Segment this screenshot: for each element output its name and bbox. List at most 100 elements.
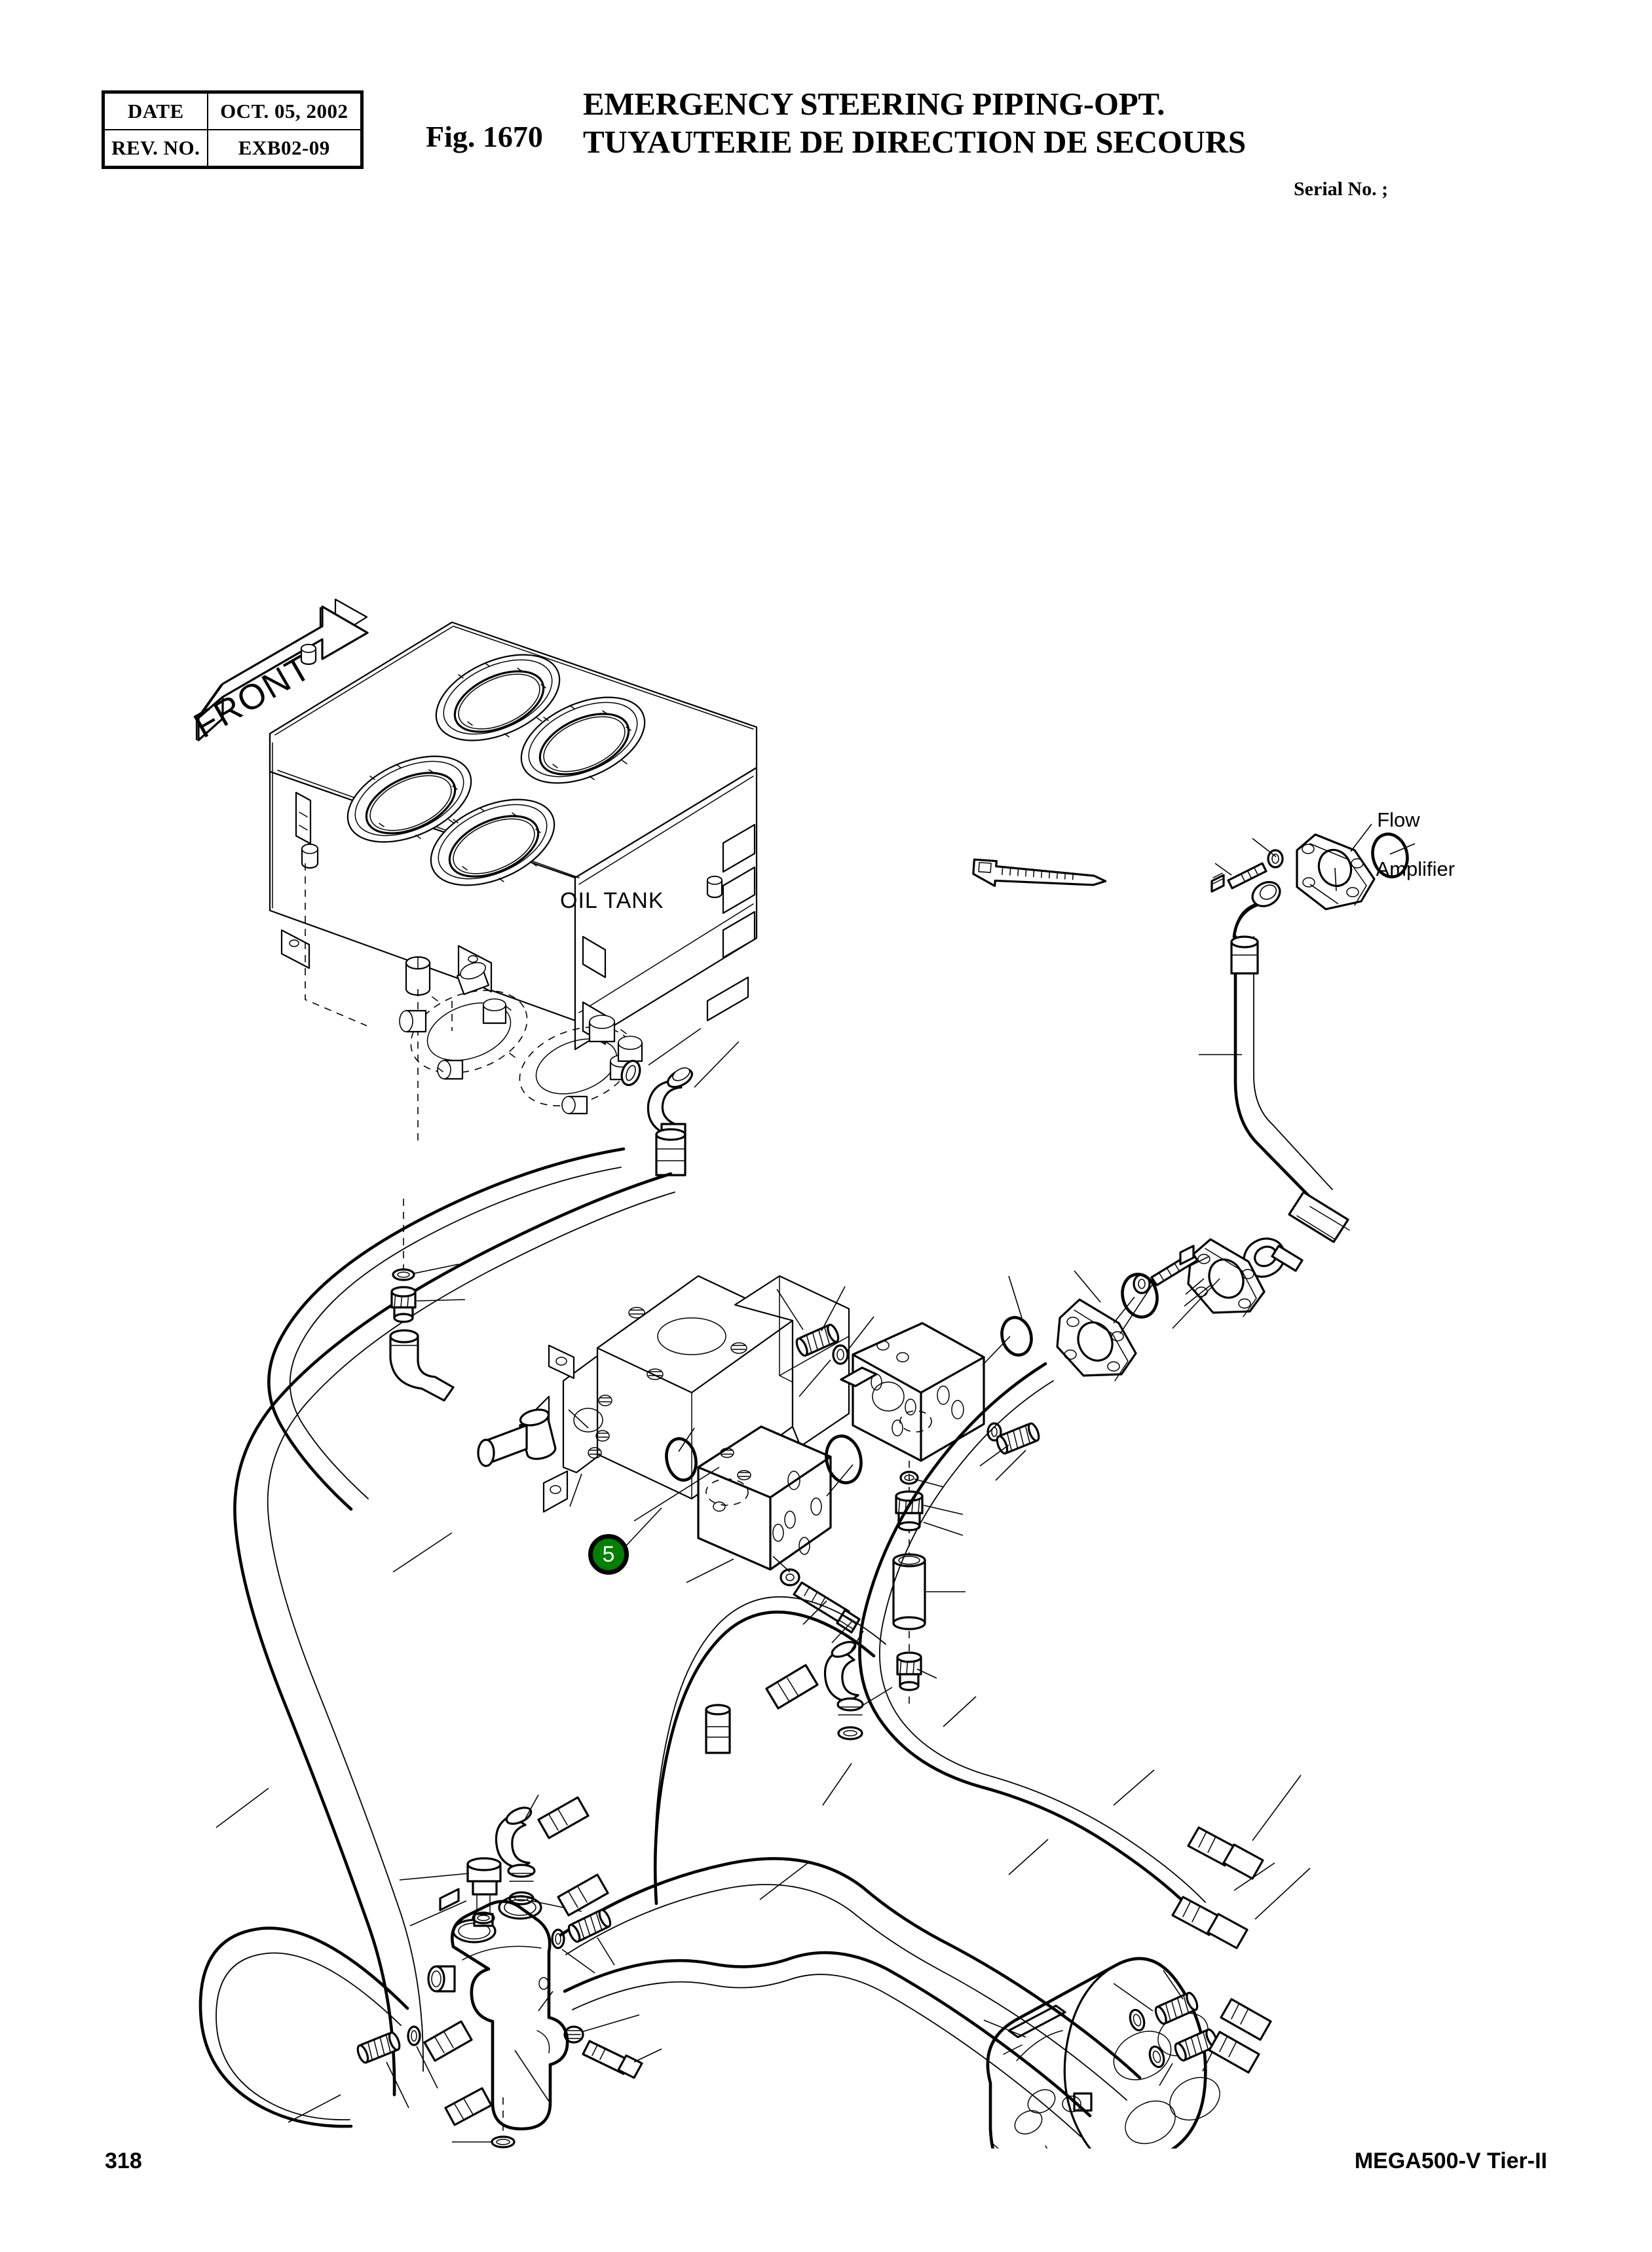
pump-port-lower-left	[437, 1059, 464, 1080]
cable-tie	[972, 858, 1107, 888]
lower-block-washer	[779, 1568, 800, 1586]
date-value: OCT. 05, 2002	[206, 91, 363, 130]
hose-cross-lower-right-upper	[559, 1857, 1142, 2101]
title-english: EMERGENCY STEERING PIPING-OPT.	[583, 86, 1165, 122]
model-name: MEGA500-V Tier-II	[1354, 2149, 1547, 2173]
flow-amplifier-hose-fitting	[1234, 881, 1281, 932]
tank-return-port	[617, 1036, 643, 1062]
hose-amplifier-to-steering	[858, 1362, 1206, 1916]
page-footer: 318 MEGA500-V Tier-II	[0, 2149, 1652, 2201]
rev-no-label: REV. NO.	[102, 129, 208, 168]
tank-drain-plug	[405, 956, 431, 996]
steering-valve-right-oring	[551, 1928, 565, 1949]
steering-valve-oring-upper	[508, 1891, 535, 1905]
emergency-steering-pump	[399, 962, 528, 1080]
steering-valve-side-port	[427, 1965, 456, 1993]
date-label: DATE	[102, 91, 208, 130]
orbital-oring-lower	[1148, 2045, 1165, 2069]
hose-left-adapter	[390, 1286, 417, 1323]
hose-ferrule-center-up	[705, 1704, 731, 1754]
flow-amplifier-bolt	[1211, 862, 1267, 893]
hose-end-ferrule-tank	[655, 1128, 686, 1176]
oring-between-blocks-right	[825, 1435, 863, 1484]
steering-valve-left-oring	[407, 2025, 421, 2046]
page-title: EMERGENCY STEERING PIPING-OPT. TUYAUTERI…	[583, 85, 1369, 161]
table-row: DATE OCT. 05, 2002	[102, 91, 363, 130]
hose-cross-lower-right-lower	[563, 1951, 1092, 2137]
flow-amplifier-label-line2: Amplifier	[1376, 857, 1455, 881]
page-number: 318	[105, 2149, 142, 2173]
hose-elbow-center-oring	[837, 1726, 863, 1740]
hose-ferrule-bottom-left	[444, 2087, 493, 2126]
flow-amplifier-washer	[1267, 849, 1284, 869]
revision-info-table: DATE OCT. 05, 2002 REV. NO. EXB02-09	[102, 90, 364, 169]
flow-amplifier-assembly	[1211, 823, 1416, 932]
mid-flange-assembly	[1000, 1191, 1350, 1381]
flow-amplifier-hose	[1230, 903, 1333, 1210]
orbital-hose-end-b	[1208, 2031, 1260, 2074]
mid-flange-washer	[1133, 1273, 1151, 1294]
parts-diagram: .ln { fill:none; stroke:#000; stroke-wid…	[0, 223, 1652, 2149]
steering-valve-top-oring	[472, 1911, 495, 1924]
relief-cartridge	[892, 1553, 926, 1630]
steering-valve-washer	[563, 2025, 584, 2044]
flow-amplifier-label-line1: Flow	[1377, 808, 1420, 831]
tank-access-cover-front	[430, 798, 555, 886]
steering-valve-elbow-top	[495, 1807, 536, 1882]
lower-block-bolt	[793, 1581, 861, 1634]
hose-left-elbow	[389, 1329, 455, 1402]
relief-valve-stack	[892, 1461, 966, 1707]
tank-outlet-oring	[620, 1060, 641, 1086]
pump-port-left	[399, 1009, 427, 1033]
hose-loop-bottom-left	[198, 1926, 409, 2128]
orbital-adapter-upper	[1152, 1990, 1201, 2027]
tank-access-cover-front-rear	[520, 696, 646, 784]
flow-amplifier-label: Flow Amplifier	[1366, 783, 1455, 882]
tank-outlet-elbow	[647, 1067, 693, 1135]
hose-ferrule-low-left	[423, 2020, 473, 2062]
hose-ferrule-right-up	[765, 1664, 819, 1710]
callout-number: 5	[602, 1542, 615, 1567]
pump-port-top	[456, 962, 490, 996]
steering-valve-top-tee	[439, 1857, 502, 1927]
hose-tank-front	[267, 1147, 626, 1511]
tank-access-cover-left	[347, 755, 472, 843]
page-header: DATE OCT. 05, 2002 REV. NO. EXB02-09 Fig…	[0, 0, 1652, 223]
flow-amplifier-oring	[1371, 833, 1409, 878]
title-french: TUYAUTERIE DE DIRECTION DE SECOURS	[583, 123, 1246, 160]
pump-port-center	[482, 998, 507, 1024]
orbital-hose-end-a	[1220, 1998, 1272, 2041]
relief-lower-adapter	[896, 1651, 922, 1691]
serial-number-label: Serial No. ;	[1294, 178, 1389, 200]
oil-tank	[269, 621, 758, 1142]
figure-number: Fig. 1670	[426, 120, 543, 153]
hose-ferrule-mid-left	[557, 1873, 609, 1917]
valve-block-right-port-fitting	[986, 1421, 1042, 1456]
oring-between-blocks-left	[665, 1437, 698, 1482]
hose-elbow-center-a	[823, 1641, 864, 1716]
relief-oring-top	[899, 1471, 919, 1485]
valve-block-right	[840, 1322, 985, 1462]
steering-valve-bottom-oring	[491, 2135, 516, 2149]
tank-access-cover-rear	[435, 654, 561, 741]
orbital-oring-upper	[1129, 2008, 1146, 2032]
hose-tank-to-steering-left	[233, 1172, 675, 2097]
callout-marker-5[interactable]: 5	[588, 1534, 629, 1575]
tank-stud-right	[706, 875, 723, 899]
mid-flange-bolt	[1150, 1245, 1199, 1286]
tank-stud-rear	[300, 643, 317, 666]
mid-hose-ferrule	[1288, 1191, 1350, 1243]
steering-valve-body	[427, 1895, 569, 2131]
hose-steering-to-block	[653, 1596, 886, 1905]
right-hose-end-upper	[1187, 1826, 1264, 1880]
hose-left-oring	[392, 1268, 415, 1281]
pump-mount-flange	[477, 1344, 612, 1513]
exploded-assembly-drawing: .ln { fill:none; stroke:#000; stroke-wid…	[187, 598, 1416, 2149]
valve-block-lower	[697, 1425, 832, 1571]
table-row: REV. NO. EXB02-09	[102, 129, 363, 168]
upper-block-port-fitting	[793, 1322, 849, 1365]
relief-adapter	[895, 1490, 924, 1531]
tank-stud-left	[301, 843, 319, 869]
right-hose-end-lower	[1171, 1896, 1248, 1949]
rev-no-value: EXB02-09	[206, 129, 363, 168]
